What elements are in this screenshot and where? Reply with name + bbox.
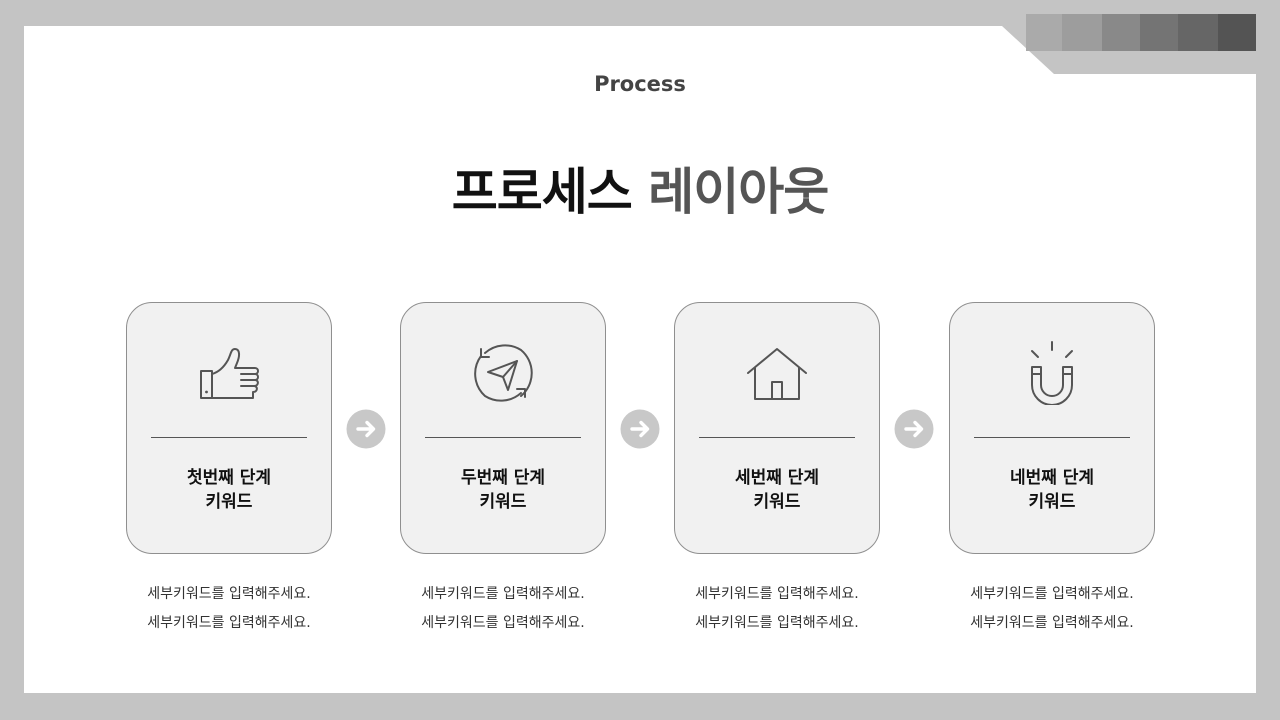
thumbs-up-icon [200,348,259,399]
step-keyword: 키워드 [753,492,801,512]
step-name: 세번째 단계 [734,468,820,488]
step-card: 세번째 단계 키워드 [674,302,880,554]
step-keyword: 키워드 [479,492,527,512]
step-card: 첫번째 단계 키워드 [126,302,332,554]
card-divider [151,437,307,438]
card-divider [425,437,581,438]
title-accent: 레이아웃 [648,163,829,221]
color-swatch-4 [1140,14,1178,51]
color-swatch-3 [1102,14,1140,51]
step-description-line-2: 세부키워드를 입력해주세요. [147,615,311,631]
slide-white-panel [24,26,1256,693]
arrow-right-icon [346,409,386,449]
step-description-line-2: 세부키워드를 입력해주세요. [421,615,585,631]
color-swatch-2 [1062,14,1102,51]
card-divider [974,437,1130,438]
step-description-line-1: 세부키워드를 입력해주세요. [421,586,585,602]
step-description-line-2: 세부키워드를 입력해주세요. [695,615,859,631]
section-kicker: Process [594,72,686,96]
step-name: 네번째 단계 [1009,468,1095,488]
step-description-line-1: 세부키워드를 입력해주세요. [147,586,311,602]
arrow-right-icon [894,409,934,449]
card-divider [699,437,855,438]
title-main: 프로세스 [451,163,633,221]
step-name: 두번째 단계 [460,468,546,488]
step-card: 네번째 단계 키워드 [949,302,1155,554]
page-title: 프로세스 레이아웃 [0,152,1280,224]
step-keyword: 키워드 [205,492,253,512]
step-description-line-2: 세부키워드를 입력해주세요. [970,615,1134,631]
arrow-right-icon [620,409,660,449]
step-card: 두번째 단계 키워드 [400,302,606,554]
step-keyword: 키워드 [1028,492,1076,512]
color-swatch-1 [1026,14,1062,51]
step-name: 첫번째 단계 [186,468,272,488]
house-icon [747,348,807,400]
magnet-icon [1031,341,1073,405]
color-swatch-6 [1218,14,1256,51]
process-step-4: 네번째 단계 키워드 세부키워드를 입력해주세요. 세부키워드를 입력해주세요. [949,302,1155,631]
color-swatch-5 [1178,14,1218,51]
step-description-line-1: 세부키워드를 입력해주세요. [970,586,1134,602]
step-description-line-1: 세부키워드를 입력해주세요. [695,586,859,602]
process-step-2: 두번째 단계 키워드 세부키워드를 입력해주세요. 세부키워드를 입력해주세요. [400,302,606,631]
process-step-1: 첫번째 단계 키워드 세부키워드를 입력해주세요. 세부키워드를 입력해주세요. [126,302,332,631]
process-step-3: 세번째 단계 키워드 세부키워드를 입력해주세요. 세부키워드를 입력해주세요. [674,302,880,631]
paper-plane-refresh-icon [474,344,533,402]
